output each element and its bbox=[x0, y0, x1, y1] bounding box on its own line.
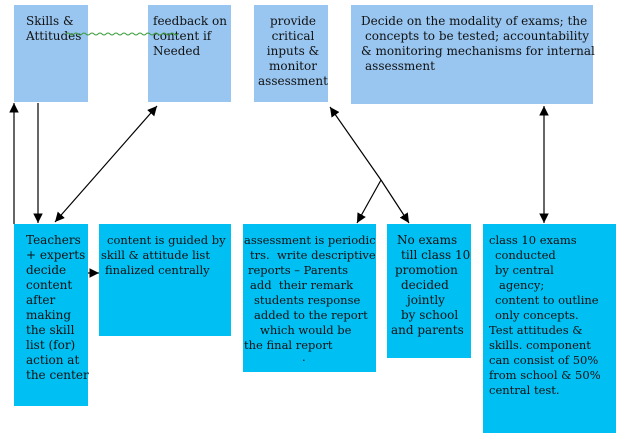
periodic-assessment-box: assessment is periodic trs. write descri… bbox=[243, 224, 376, 372]
feedback-box: feedback on content if Needed bbox=[148, 5, 231, 102]
box-text-line: and parents bbox=[391, 323, 464, 337]
box-text-line: agency; bbox=[499, 278, 545, 292]
box-text-line: content if bbox=[153, 29, 212, 43]
teachers-experts-box: Teachers + experts decide content after … bbox=[14, 224, 89, 406]
box-text-line: content to outline bbox=[495, 293, 599, 307]
box-text-line: & monitoring mechanisms for internal bbox=[361, 44, 595, 58]
arrow-junction-to-noexams bbox=[380, 179, 410, 224]
box-text-line: class 10 exams bbox=[489, 233, 577, 247]
box-text-line: by central bbox=[495, 263, 554, 277]
arrow-junction-to-assessment bbox=[356, 179, 382, 224]
box-text-line: provide bbox=[269, 14, 317, 28]
box-text-line: No exams bbox=[397, 233, 458, 247]
box-text-line: central test. bbox=[489, 383, 560, 397]
box-text-line: + experts bbox=[26, 248, 86, 262]
box-text-line: content is guided by bbox=[107, 233, 226, 247]
box-text-line: Test attitudes & bbox=[489, 323, 583, 337]
box-text-line: Teachers bbox=[26, 233, 81, 247]
box-text-line: content bbox=[26, 278, 73, 292]
box-text-line: Skills & bbox=[26, 14, 74, 28]
box-text-line: Attitudes bbox=[26, 29, 82, 43]
box-text-line: making bbox=[26, 308, 72, 322]
box-text-line: jointly bbox=[407, 293, 445, 307]
box-text-line: only concepts. bbox=[495, 308, 579, 322]
box-text-line: decide bbox=[26, 263, 67, 277]
box-text-line: can consist of 50% bbox=[489, 353, 599, 367]
box-text-line: finalized centrally bbox=[105, 263, 210, 277]
box-text-line: the skill bbox=[26, 323, 75, 337]
arrow-teachers-feedback bbox=[54, 105, 158, 223]
box-text-line: Needed bbox=[153, 44, 201, 58]
content-guided-box: content is guided by skill & attitude li… bbox=[99, 224, 231, 336]
box-text-line: added to the report bbox=[254, 308, 368, 322]
box-text-line: inputs & bbox=[266, 44, 320, 58]
box-text-line: which would be bbox=[260, 323, 352, 337]
box-text-line: feedback on bbox=[153, 14, 227, 28]
box-text-line: the center bbox=[26, 368, 89, 382]
skills-attitudes-box: Skills & Attitudes bbox=[14, 5, 88, 102]
box-text-line: conducted bbox=[495, 248, 556, 262]
box-text-line: monitor bbox=[269, 59, 317, 73]
box-text-line: students response bbox=[254, 293, 361, 307]
exam-modality-box: Decide on the modality of exams; the con… bbox=[351, 5, 595, 104]
box-text-line: reports – Parents bbox=[248, 263, 348, 277]
box-text-line: add their remark bbox=[250, 278, 354, 292]
no-exams-box: No exams till class 10 promotion decided… bbox=[387, 224, 471, 358]
box-text-line: trs. write descriptive bbox=[250, 248, 376, 262]
box-text-line: assessment bbox=[258, 74, 328, 88]
critical-inputs-box: provide critical inputs & monitor assess… bbox=[254, 5, 328, 102]
box-text-line: action at bbox=[26, 353, 80, 367]
box-text-line: Decide on the modality of exams; the bbox=[361, 14, 588, 28]
box-text-line: assessment bbox=[365, 59, 435, 73]
box-text-line: concepts to be tested; accountability bbox=[365, 29, 590, 43]
box-text-line: skills. component bbox=[489, 338, 591, 352]
box-text-line: list (for) bbox=[26, 338, 76, 352]
box-text-line: from school & 50% bbox=[489, 368, 601, 382]
box-text-line: assessment is periodic bbox=[244, 233, 376, 247]
box-text-line: decided bbox=[401, 278, 449, 292]
box-text-line: skill & attitude list bbox=[101, 248, 210, 262]
box-text-line: promotion bbox=[395, 263, 458, 277]
box-text-line: after bbox=[26, 293, 56, 307]
spellcheck-squiggle bbox=[65, 32, 179, 36]
arrow-inputs-junction bbox=[329, 106, 382, 181]
box-text-line: . bbox=[302, 350, 306, 364]
box-text-line: the final report bbox=[244, 338, 333, 352]
class10-exams-box: class 10 exams conducted by central agen… bbox=[483, 224, 616, 433]
box-text-line: critical bbox=[271, 29, 315, 43]
box-text-line: by school bbox=[401, 308, 459, 322]
box-text-line: till class 10 bbox=[401, 248, 471, 262]
